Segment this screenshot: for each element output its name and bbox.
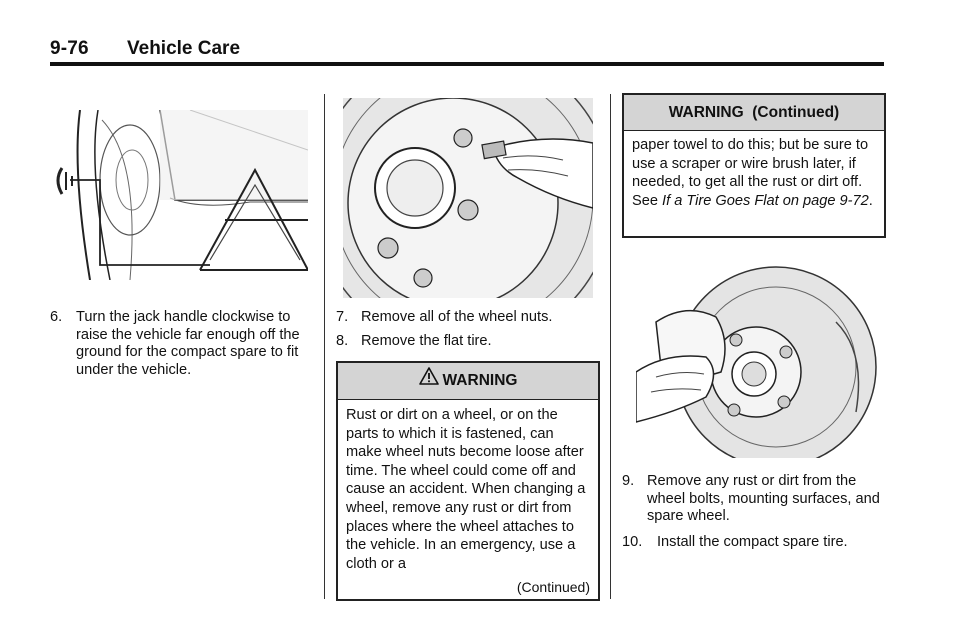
warning-header: WARNING	[338, 363, 598, 400]
warning-title: WARNING	[442, 372, 518, 389]
warning-triangle-icon	[418, 363, 439, 399]
step-text: Remove all of the wheel nuts.	[361, 309, 553, 325]
jack-raising-vehicle-illustration	[50, 110, 308, 280]
warning-body: Rust or dirt on a wheel, or on the parts…	[346, 407, 586, 572]
step-number: 6.	[50, 309, 63, 325]
warning-box: WARNING Rust or dirt on a wheel, or on t…	[336, 361, 600, 601]
hub-illustration-drawing	[636, 266, 877, 458]
column-divider-right	[610, 94, 611, 599]
step-text: Remove any rust or dirt from the wheel b…	[647, 473, 880, 524]
section-title: Vehicle Care	[127, 38, 241, 59]
column-divider-left	[324, 94, 325, 599]
step-text: Turn the jack handle clockwise to raise …	[76, 309, 300, 378]
continued-label: (Continued)	[516, 579, 590, 595]
warning-continued-text: paper towel to do this; but be sure to u…	[632, 137, 869, 209]
step-number: 7.	[336, 309, 349, 325]
step-number: 9.	[622, 473, 635, 489]
wheel-nut-removal-illustration	[343, 98, 593, 298]
cleaning-wheel-hub-illustration	[636, 262, 880, 458]
warning-continued-header: WARNING (Continued)	[624, 95, 884, 131]
warning-continued-body: paper towel to do this; but be sure to u…	[624, 131, 884, 210]
step-text: Install the compact spare tire.	[657, 534, 848, 550]
page-number: 9-76	[50, 38, 89, 59]
warning-continued-box: WARNING (Continued) paper towel to do th…	[622, 93, 886, 238]
step-number: 10.	[622, 534, 643, 550]
warning-continued-end: .	[868, 192, 873, 209]
jack-illustration-drawing	[56, 110, 308, 280]
wheel-illustration-drawing	[343, 98, 593, 298]
step-number: 8.	[336, 333, 349, 349]
cross-reference-link[interactable]: If a Tire Goes Flat on page 9-72	[662, 192, 869, 209]
step-text: Remove the flat tire.	[361, 333, 492, 349]
header-rule	[50, 62, 884, 66]
